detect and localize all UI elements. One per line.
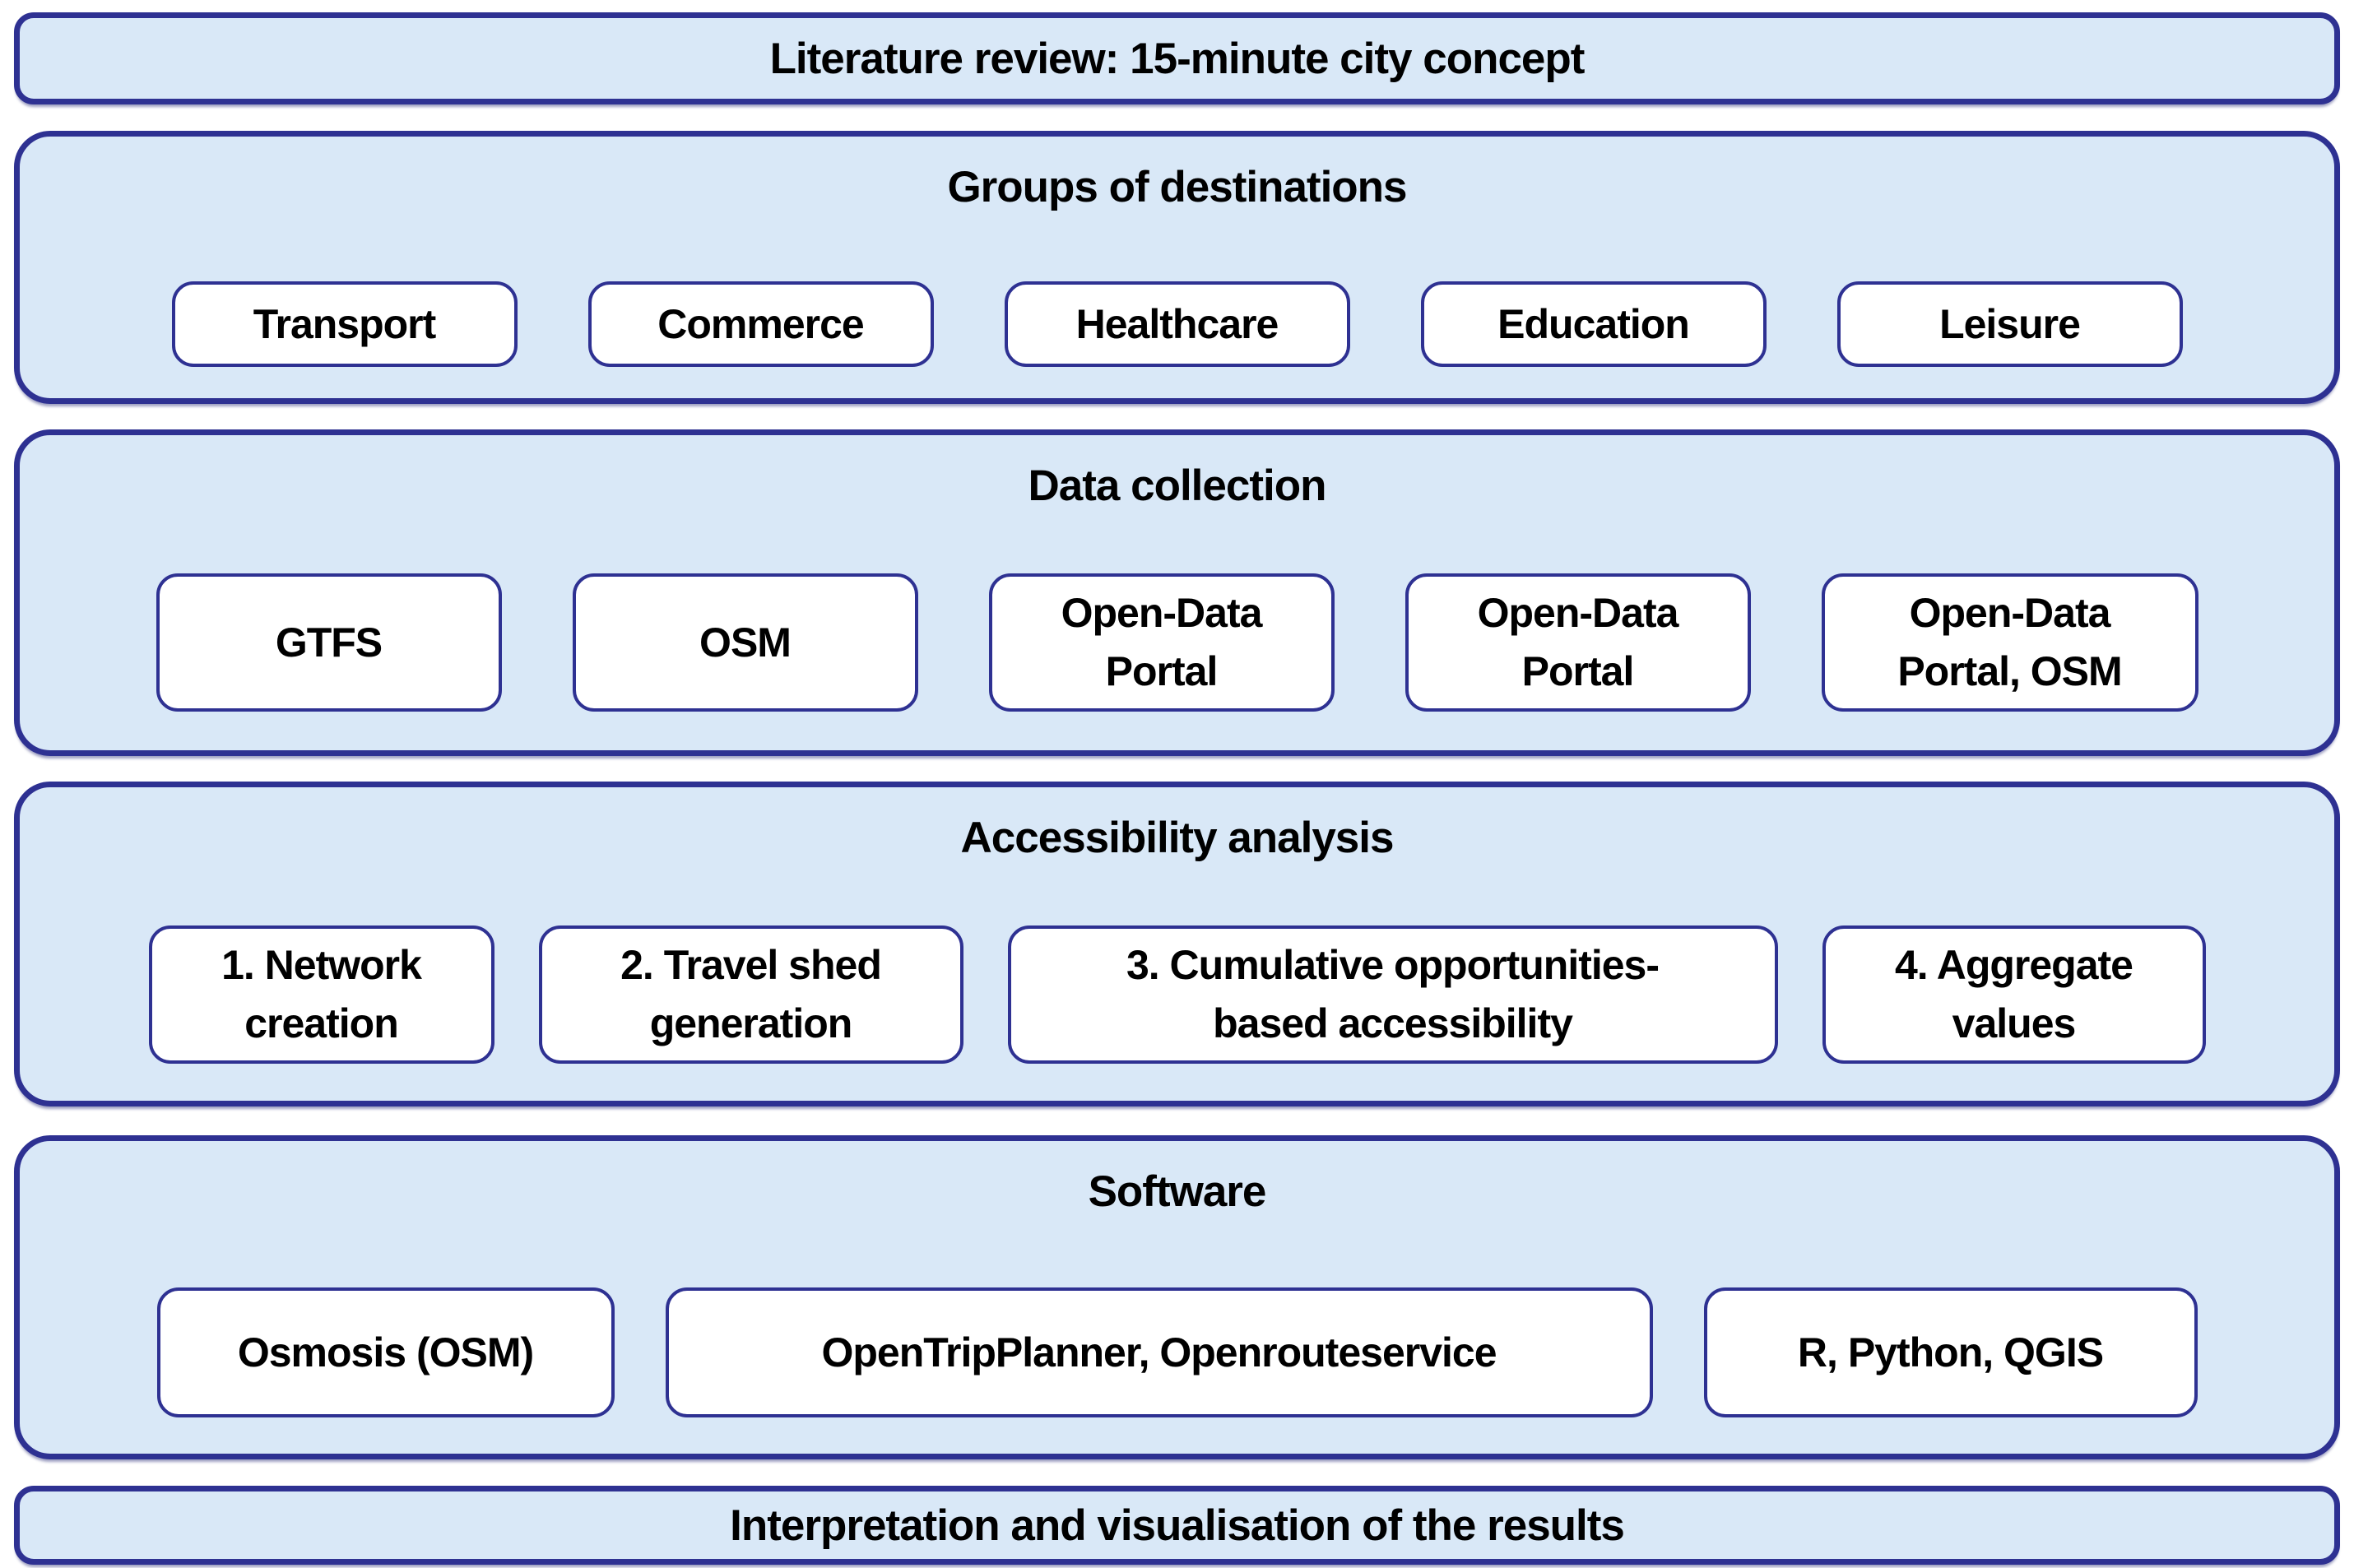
top-banner-label: Literature review: 15-minute city concep… xyxy=(769,34,1586,83)
open-data-portal-box-2: Open-Data Portal xyxy=(1405,573,1751,712)
education-box: Education xyxy=(1420,281,1767,367)
section-data-collection: Data collection GTFS OSM Open-Data Porta… xyxy=(14,429,2340,756)
transport-box: Transport xyxy=(171,281,518,367)
software-box-row: Osmosis (OSM) OpenTripPlanner, Openroute… xyxy=(156,1287,2198,1417)
section-software: Software Osmosis (OSM) OpenTripPlanner, … xyxy=(14,1135,2340,1459)
data-collection-box-row: GTFS OSM Open-Data Portal Open-Data Port… xyxy=(156,573,2198,712)
accessibility-box-row: 1. Network creation 2. Travel shed gener… xyxy=(148,925,2206,1064)
osm-box: OSM xyxy=(572,573,918,712)
section-title-data-collection: Data collection xyxy=(1028,462,1327,510)
section-groups-of-destinations: Groups of destinations Transport Commerc… xyxy=(14,131,2340,404)
bottom-banner: Interpretation and visualisation of the … xyxy=(14,1486,2340,1565)
commerce-box: Commerce xyxy=(587,281,934,367)
leisure-box: Leisure xyxy=(1836,281,2183,367)
top-banner: Literature review: 15-minute city concep… xyxy=(14,12,2340,104)
bottom-banner-label: Interpretation and visualisation of the … xyxy=(730,1501,1625,1550)
section-accessibility-analysis: Accessibility analysis 1. Network creati… xyxy=(14,782,2340,1106)
opentripplanner-openrouteservice-box: OpenTripPlanner, Openrouteservice xyxy=(665,1287,1653,1417)
open-data-portal-osm-box: Open-Data Portal, OSM xyxy=(1821,573,2198,712)
travel-shed-generation-box: 2. Travel shed generation xyxy=(538,925,963,1064)
gtfs-box: GTFS xyxy=(156,573,502,712)
r-python-qgis-box: R, Python, QGIS xyxy=(1703,1287,2198,1417)
section-title-groups: Groups of destinations xyxy=(947,163,1407,211)
network-creation-box: 1. Network creation xyxy=(148,925,494,1064)
section-title-accessibility: Accessibility analysis xyxy=(960,814,1395,862)
osmosis-box: Osmosis (OSM) xyxy=(156,1287,615,1417)
cumulative-opportunities-box: 3. Cumulative opportunities- based acces… xyxy=(1007,925,1778,1064)
healthcare-box: Healthcare xyxy=(1004,281,1350,367)
aggregate-values-box: 4. Aggregate values xyxy=(1822,925,2206,1064)
open-data-portal-box-1: Open-Data Portal xyxy=(988,573,1335,712)
groups-box-row: Transport Commerce Healthcare Education … xyxy=(171,281,2183,367)
section-title-software: Software xyxy=(1088,1167,1267,1216)
